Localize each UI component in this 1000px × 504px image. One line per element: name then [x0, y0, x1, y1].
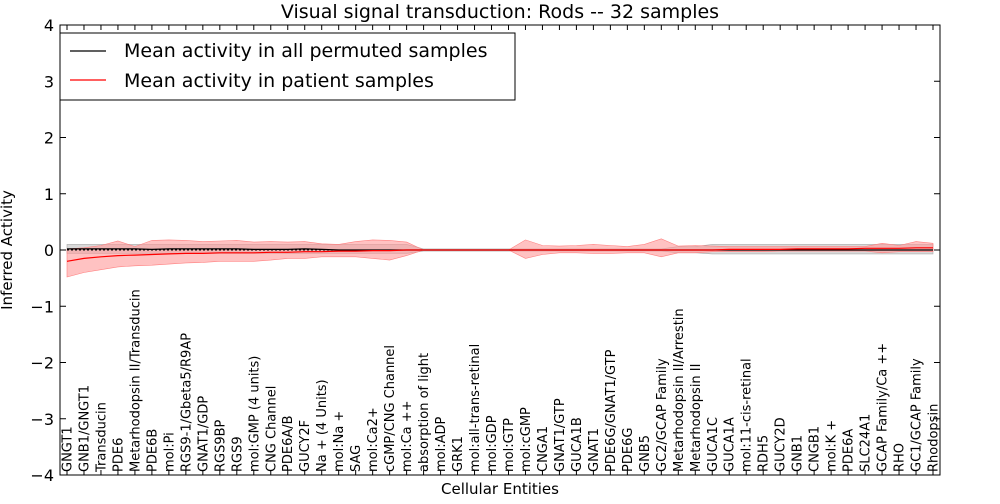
x-tick-label: GNB1 — [791, 435, 806, 472]
x-tick-label: mol:Pi — [162, 432, 177, 472]
x-tick-label: mol:Ca2+ — [366, 407, 381, 472]
x-tick-label: Na + (4 Units) — [315, 379, 330, 472]
x-tick-label: GNAT1/GTP — [553, 398, 568, 472]
x-tick-label: GNB5 — [638, 435, 653, 472]
x-tick-label: PDE6G — [621, 428, 636, 472]
x-tick-label: PDE6 — [111, 438, 126, 472]
band-mean-activity-in-patient-samples — [66, 238, 934, 278]
x-tick-label: GC2/GCAP Family — [655, 358, 670, 472]
x-tick-label: SLC24A1 — [859, 414, 874, 472]
legend-box — [59, 32, 516, 101]
x-tick-label: PDE6G/GNAT1/GTP — [604, 349, 619, 472]
x-tick-label: GCAP Family/Ca ++ — [876, 343, 891, 472]
y-tick-label: 1 — [44, 185, 54, 204]
x-tick-label: Transducin — [95, 402, 110, 473]
x-tick-label: mol:cGMP — [519, 407, 534, 472]
y-tick-label: −1 — [30, 297, 54, 316]
x-tick-label: CNGB1 — [808, 426, 823, 472]
x-tick-label: Metarhodopsin II/Arrestin — [672, 308, 687, 472]
y-tick-label: 4 — [44, 16, 54, 35]
y-tick-label: 0 — [44, 241, 54, 260]
y-tick-label: −2 — [30, 354, 54, 373]
y-tick-label: −4 — [30, 466, 54, 485]
x-tick-label: GNB1/GNGT1 — [78, 385, 93, 472]
x-axis-label: Cellular Entities — [441, 480, 559, 498]
x-tick-label: mol:GTP — [502, 418, 517, 472]
x-tick-label: RGS9-1/Gbeta5/R9AP — [179, 333, 194, 472]
x-tick-label: GUCA1A — [723, 417, 738, 472]
x-tick-label: GC1/GCAP Family — [910, 358, 925, 472]
x-tick-label: mol:GMP (4 units) — [247, 356, 262, 472]
x-tick-label: PDE6A/B — [281, 415, 296, 472]
x-tick-label: mol:ADP — [434, 416, 449, 472]
chart-title: Visual signal transduction: Rods -- 32 s… — [281, 1, 719, 23]
x-tick-label: mol:Na + — [332, 411, 347, 472]
series-line-mean-activity-in-patient-samples — [66, 247, 933, 262]
x-tick-label: CNG Channel — [264, 386, 279, 472]
x-tick-label: GNAT1/GDP — [196, 396, 211, 472]
x-tick-label: CNGA1 — [536, 426, 551, 472]
x-tick-label: absorption of light — [417, 353, 432, 472]
x-tick-label: mol:all-trans-retinal — [468, 344, 483, 472]
x-tick-label: mol:GDP — [485, 415, 500, 472]
y-tick-label: 2 — [44, 129, 54, 148]
x-tick-label: mol:Ca ++ — [400, 400, 415, 472]
x-tick-label: RHO — [893, 443, 908, 472]
x-tick-label: RGS9 — [230, 436, 245, 472]
x-tick-label: GRK1 — [451, 436, 466, 472]
x-tick-label: RGS9BP — [213, 419, 228, 472]
x-tick-label: GUCA1B — [570, 417, 585, 472]
x-tick-label: mol:K + — [825, 420, 840, 472]
y-axis-label: Inferred Activity — [0, 190, 16, 310]
x-tick-label: cGMP/CNG Channel — [383, 345, 398, 472]
x-tick-label: GNAT1 — [587, 428, 602, 472]
x-tick-label: mol:11-cis-retinal — [740, 358, 755, 472]
y-tick-label: −3 — [30, 410, 54, 429]
y-tick-label: 3 — [44, 72, 54, 91]
x-tick-label: GUCY2F — [298, 420, 313, 472]
x-tick-label: Rhodopsin — [927, 404, 942, 472]
x-tick-label: SAG — [349, 445, 364, 472]
legend: Mean activity in all permuted samples Me… — [59, 32, 516, 101]
x-tick-label: GUCA1C — [706, 417, 721, 472]
x-tick-label: Metarhodopsin II/Transducin — [128, 289, 143, 472]
x-tick-label: RDH5 — [757, 435, 772, 472]
legend-label-permuted: Mean activity in all permuted samples — [124, 40, 487, 62]
x-tick-label: Metarhodopsin II — [689, 364, 704, 472]
x-tick-label: PDE6B — [145, 429, 160, 472]
x-tick-label: GNGT1 — [61, 426, 76, 472]
legend-label-patient: Mean activity in patient samples — [124, 70, 434, 92]
x-tick-label: GUCY2D — [774, 417, 789, 472]
x-tick-label: PDE6A — [842, 429, 857, 472]
